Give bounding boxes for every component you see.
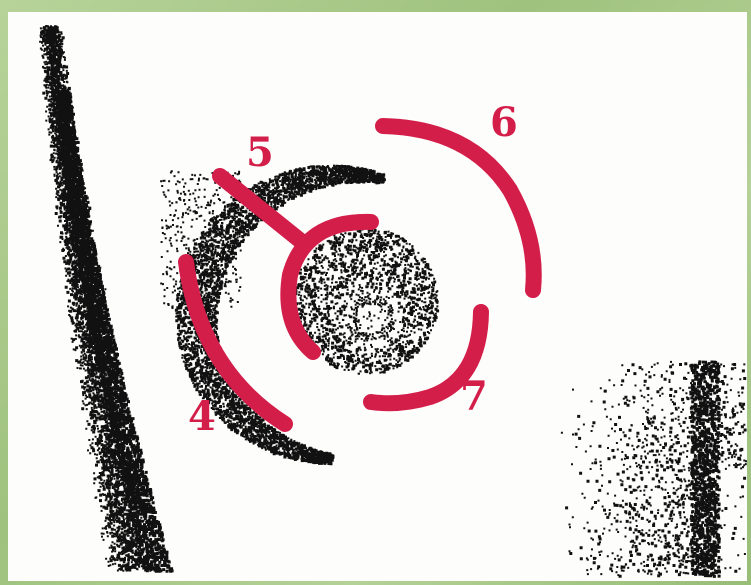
stipple-dots xyxy=(39,25,747,578)
stipple-texture xyxy=(39,25,747,578)
label-5: 5 xyxy=(246,129,274,176)
label-7: 7 xyxy=(460,373,488,420)
label-6: 6 xyxy=(490,99,518,146)
label-4: 4 xyxy=(188,393,216,440)
